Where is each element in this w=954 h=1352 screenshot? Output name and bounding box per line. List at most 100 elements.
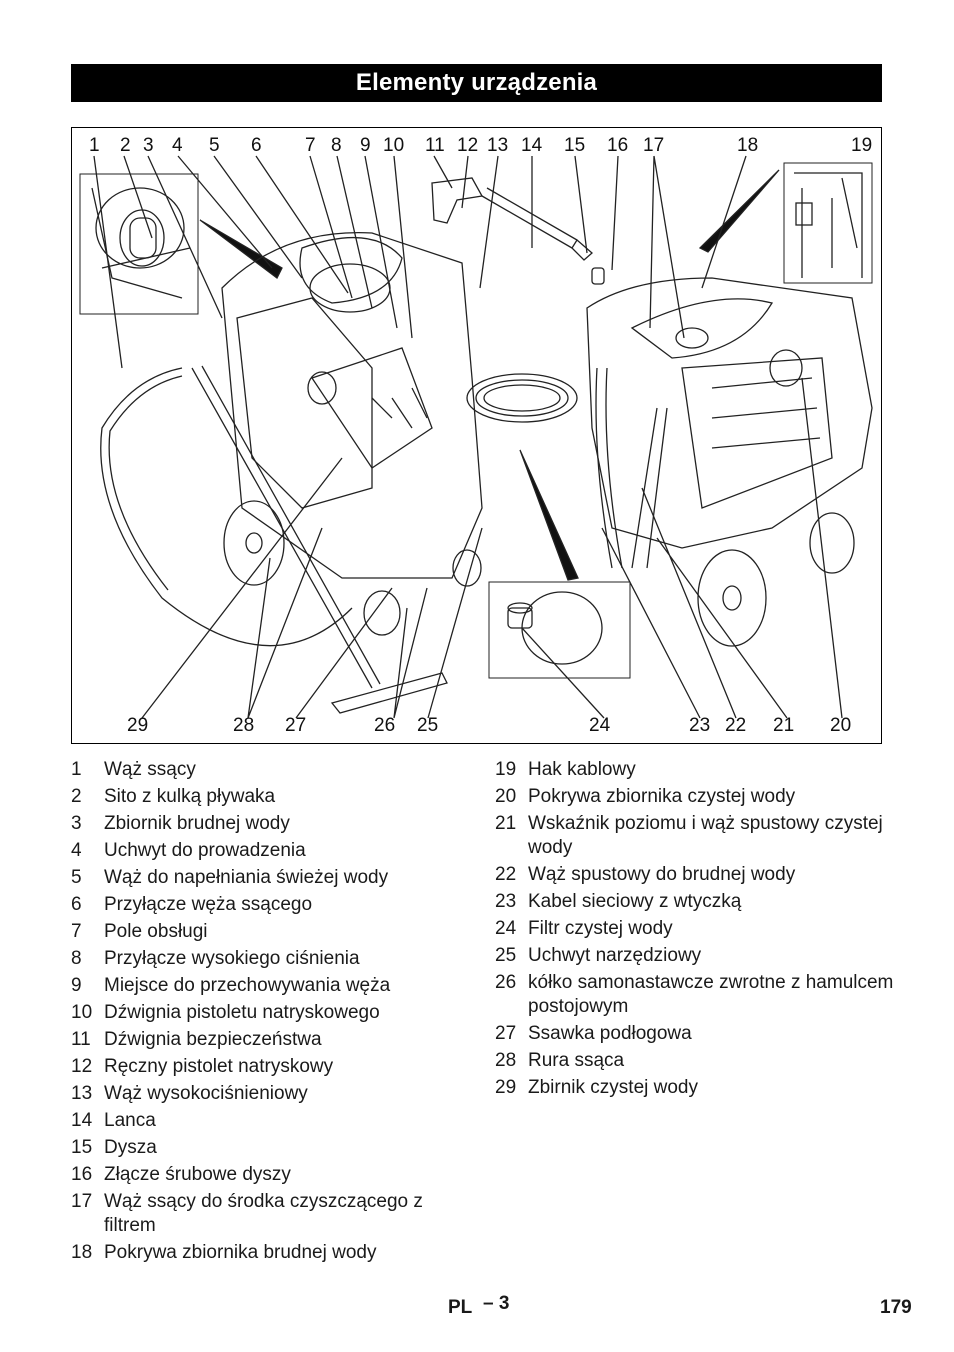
legend-text: Lanca (104, 1110, 156, 1131)
legend-number: 25 (495, 945, 517, 966)
legend-text: Rura ssąca (528, 1050, 625, 1071)
legend-number: 27 (495, 1023, 517, 1044)
legend-text: Wąż wysokociśnieniowy (104, 1083, 308, 1104)
callout-8: 8 (331, 135, 342, 156)
legend-number: 26 (495, 972, 517, 993)
callout-28: 28 (233, 715, 255, 736)
legend-number: 19 (495, 759, 517, 780)
legend-number: 3 (71, 813, 82, 834)
legend-item: 13 Wąż wysokociśnieniowy (71, 1082, 471, 1106)
legend-number: 7 (71, 921, 82, 942)
callout-29: 29 (127, 715, 149, 736)
legend-number: 6 (71, 894, 82, 915)
callout-21: 21 (773, 715, 795, 736)
callout-24: 24 (589, 715, 611, 736)
legend-number: 2 (71, 786, 82, 807)
legend-item: 5 Wąż do napełniania świeżej wody (71, 866, 471, 890)
legend-text: Dysza (104, 1137, 157, 1158)
callout-19: 19 (851, 135, 873, 156)
legend-text: Wąż spustowy do brudnej wody (528, 864, 796, 885)
legend-number: 9 (71, 975, 82, 996)
legend-item: 17 Wąż ssący do środka czyszczącego z fil… (71, 1190, 471, 1238)
legend-item: 16 Złącze śrubowe dyszy (71, 1163, 471, 1187)
legend-text: Filtr czystej wody (528, 918, 673, 939)
device-illustration: 1 2 3 4 5 6 7 8 9 10 11 12 13 14 15 16 1… (71, 127, 882, 744)
callout-12: 12 (457, 135, 479, 156)
callout-17: 17 (643, 135, 665, 156)
callout-23: 23 (689, 715, 711, 736)
legend-text: Pokrywa zbiornika brudnej wody (104, 1242, 377, 1263)
legend-number: 10 (71, 1002, 93, 1023)
legend-text: Ssawka podłogowa (528, 1023, 692, 1044)
legend-text: Zbiornik brudnej wody (104, 813, 290, 834)
callout-16: 16 (607, 135, 629, 156)
legend-text: Przyłącze węża ssącego (104, 894, 313, 915)
legend-number: 24 (495, 918, 517, 939)
legend-item: 6 Przyłącze węża ssącego (71, 893, 471, 917)
legend-text: Dźwignia bezpieczeństwa (104, 1029, 322, 1050)
callout-10: 10 (383, 135, 405, 156)
callout-14: 14 (521, 135, 543, 156)
legend-text: Złącze śrubowe dyszy (104, 1164, 291, 1185)
callout-27: 27 (285, 715, 307, 736)
legend-text: Wąż ssący do środka czyszczącego z filtr… (104, 1191, 423, 1236)
callout-22: 22 (725, 715, 747, 736)
callout-3: 3 (143, 135, 154, 156)
legend-number: 17 (71, 1191, 93, 1212)
legend-number: 15 (71, 1137, 93, 1158)
callout-2: 2 (120, 135, 131, 156)
legend-number: 28 (495, 1050, 517, 1071)
legend-number: 23 (495, 891, 517, 912)
callout-7: 7 (305, 135, 316, 156)
legend-text: Wąż do napełniania świeżej wody (104, 867, 389, 888)
legend-item: 23 Kabel sieciowy z wtyczką (495, 890, 895, 914)
legend-item: 27 Ssawka podłogowa (495, 1022, 895, 1046)
legend-number: 16 (71, 1164, 93, 1185)
callout-18: 18 (737, 135, 759, 156)
callout-5: 5 (209, 135, 220, 156)
legend-item: 9 Miejsce do przechowywania węża (71, 974, 471, 998)
legend-text: Pole obsługi (104, 921, 208, 942)
footer-section-number: – 3 (483, 1293, 510, 1314)
callout-13: 13 (487, 135, 509, 156)
legend-number: 22 (495, 864, 517, 885)
legend-number: 11 (71, 1029, 91, 1050)
legend-text: Miejsce do przechowywania węża (104, 975, 391, 996)
page-title: Elementy urządzenia (71, 64, 882, 102)
callout-15: 15 (564, 135, 586, 156)
legend-item: 15 Dysza (71, 1136, 471, 1160)
legend-item: 26 kółko samonastawcze zwrotne z hamulcem… (495, 971, 895, 1019)
callout-1: 1 (89, 135, 100, 156)
legend-number: 29 (495, 1077, 517, 1098)
device-drawing (79, 155, 873, 719)
callout-9: 9 (360, 135, 371, 156)
legend-number: 1 (71, 759, 82, 780)
legend-item: 22 Wąż spustowy do brudnej wody (495, 863, 895, 887)
legend-item: 7 Pole obsługi (71, 920, 471, 944)
legend-number: 12 (71, 1056, 93, 1077)
legend-text: Kabel sieciowy z wtyczką (528, 891, 742, 912)
legend-item: 28 Rura ssąca (495, 1049, 895, 1073)
legend-item: 11 Dźwignia bezpieczeństwa (71, 1028, 471, 1052)
legend-text: Hak kablowy (528, 759, 636, 780)
legend-number: 13 (71, 1083, 93, 1104)
legend-text: Wskaźnik poziomu i wąż spustowy czystej … (528, 813, 883, 858)
footer-language: PL (448, 1297, 473, 1318)
legend-text: Ręczny pistolet natryskowy (104, 1056, 334, 1077)
legend-item: 3 Zbiornik brudnej wody (71, 812, 471, 836)
callout-25: 25 (417, 715, 439, 736)
callout-11: 11 (425, 135, 445, 156)
legend-number: 5 (71, 867, 82, 888)
legend-text: kółko samonastawcze zwrotne z hamulcem p… (528, 972, 894, 1017)
legend-text: Sito z kulką pływaka (104, 786, 276, 807)
